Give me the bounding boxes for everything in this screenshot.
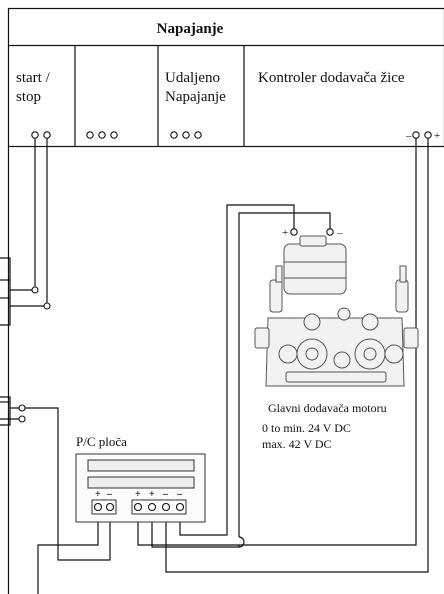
pc-pin-sign-3: + (135, 489, 141, 500)
pc-pin-5 (161, 502, 171, 512)
terminal-remote-2 (182, 131, 190, 139)
column-label-remote-2: Napajanje (165, 89, 226, 105)
motor-plus-sign: + (282, 227, 288, 239)
wire-feeder-motor-illustration (254, 235, 419, 387)
left-tab-bottom (0, 396, 11, 426)
pc-board-connector-right (131, 499, 187, 515)
junction-left-bottom-2 (18, 415, 26, 423)
wire-motor-minus-b (151, 511, 239, 548)
pc-pin-sign-5: – (162, 489, 169, 500)
motor-minus-sign: – (336, 227, 343, 239)
wire-start-stop-a (10, 138, 36, 291)
terminal-col2-1 (86, 131, 94, 139)
feeder-plus-sign: + (434, 130, 440, 142)
pc-pin-sign-2: – (106, 489, 113, 500)
junction-left-bottom-1 (18, 404, 26, 412)
motor-spec-max: max. 42 V DC (262, 437, 332, 451)
header-frame (7, 7, 444, 148)
motor-terminal-minus (326, 228, 334, 236)
pc-board-connector-left (91, 499, 117, 515)
pc-pin-2 (105, 502, 115, 512)
pc-pin-4 (147, 502, 157, 512)
terminal-remote-1 (170, 131, 178, 139)
column-label-wire-feeder: Kontroler dodavača žice (258, 70, 405, 86)
left-tab-top (0, 257, 11, 326)
column-label-start-stop-1: start / (16, 70, 51, 86)
pc-board-label: P/C ploča (76, 434, 127, 449)
terminal-start-stop-1 (31, 131, 39, 139)
terminal-col2-3 (110, 131, 118, 139)
pc-board-slot-top (87, 459, 195, 472)
pc-pin-sign-1: + (95, 489, 101, 500)
pc-board-slot-bottom (87, 476, 195, 489)
pc-pin-sign-6: – (176, 489, 183, 500)
pc-pin-6 (175, 502, 185, 512)
pc-pin-sign-4: + (149, 489, 155, 500)
terminal-col2-2 (98, 131, 106, 139)
wire-feeder-plus (165, 138, 429, 573)
header-title: Napajanje (157, 21, 224, 37)
junction-start-stop-b (43, 302, 51, 310)
motor-spec-min: 0 to min. 24 V DC (262, 421, 351, 435)
pc-pin-1 (93, 502, 103, 512)
wire-motor-minus (238, 212, 331, 537)
motor-caption: Glavni dodavača motoru (268, 401, 387, 415)
terminal-feeder-plus (424, 131, 432, 139)
wire-start-stop-b (10, 138, 48, 307)
wire-pc-plus (37, 511, 99, 594)
wire-motor-plus (179, 204, 295, 536)
motor-terminal-plus (290, 228, 298, 236)
terminal-remote-3 (194, 131, 202, 139)
junction-start-stop-a (31, 286, 39, 294)
feeder-minus-sign: – (405, 130, 412, 142)
column-label-remote-1: Udaljeno (165, 70, 220, 86)
terminal-feeder-minus (412, 131, 420, 139)
wire-crossover-hop (238, 536, 245, 548)
column-label-start-stop-2: stop (16, 89, 41, 105)
pc-pin-3 (133, 502, 143, 512)
terminal-start-stop-2 (43, 131, 51, 139)
